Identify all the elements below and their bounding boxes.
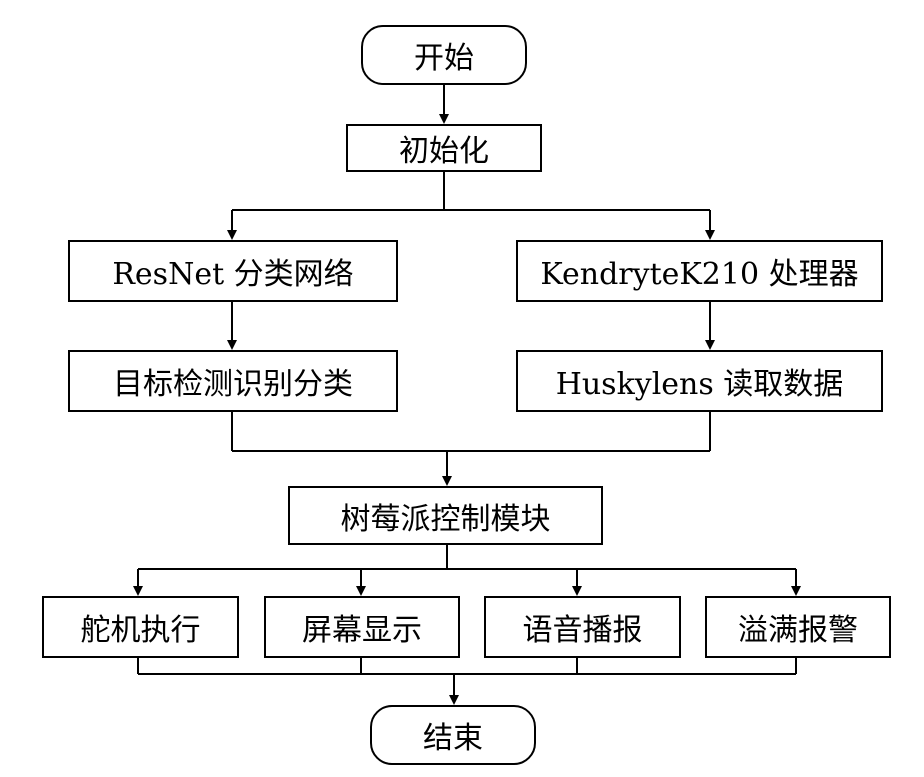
start-node: 开始	[361, 25, 527, 85]
alarm-box: 溢满报警	[705, 596, 891, 658]
voice-box: 语音播报	[484, 596, 681, 658]
kendryte-box: KendryteK210 处理器	[516, 240, 883, 302]
end-node: 结束	[370, 705, 536, 765]
resnet-box: ResNet 分类网络	[68, 240, 398, 302]
servo-box: 舵机执行	[42, 596, 239, 658]
detect-box: 目标检测识别分类	[68, 350, 398, 412]
screen-box: 屏幕显示	[264, 596, 460, 658]
init-box: 初始化	[346, 124, 542, 172]
husky-box: Huskylens 读取数据	[516, 350, 883, 412]
rpi-control-box: 树莓派控制模块	[288, 486, 603, 545]
